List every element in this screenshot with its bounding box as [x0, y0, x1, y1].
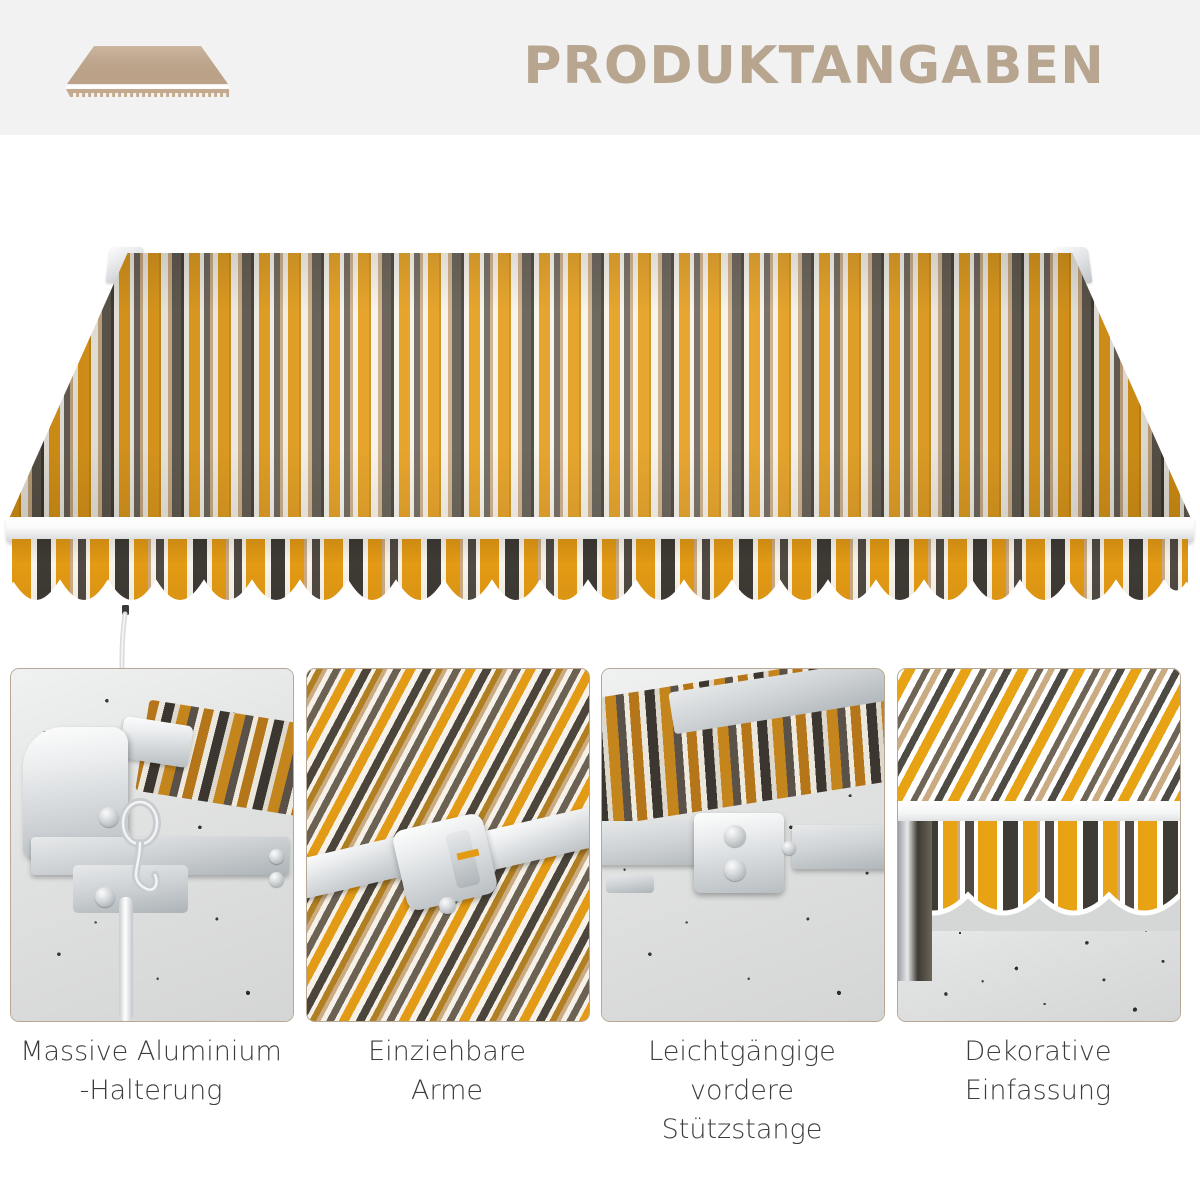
caption-line-1: Einziehbare	[368, 1036, 526, 1067]
support-bar-end-fitting	[606, 875, 654, 893]
caption-line-2: -Halterung	[79, 1075, 223, 1106]
support-bar-right	[792, 825, 884, 869]
canopy-shading-overlay	[8, 253, 1192, 521]
caption-line-2: Stützstange	[661, 1114, 823, 1145]
feature-panel-row	[0, 668, 1200, 1023]
front-bar-profile	[898, 801, 1180, 823]
front-profile-bar	[6, 517, 1194, 543]
caption-line-1: Dekorative	[964, 1036, 1112, 1067]
caption-line-1: Massive Aluminium	[20, 1036, 282, 1067]
caption-line-1: Leichtgängige vordere	[648, 1036, 836, 1106]
support-bar-bolt-2	[724, 859, 746, 881]
bracket-bolt-1	[99, 807, 119, 827]
feature-caption-decorative-border: Dekorative Einfassung	[892, 1032, 1184, 1110]
feature-panel-aluminium-bracket[interactable]	[10, 668, 294, 1022]
page-title: PRODUKTANGABEN	[523, 36, 1105, 96]
bracket-bolt-2	[95, 887, 115, 907]
valance-scallop-edge	[898, 891, 1180, 931]
valance-scallop-edge	[12, 579, 1188, 621]
bracket-bolt-3	[269, 849, 284, 864]
awning-valance	[12, 539, 1188, 621]
feature-caption-retractable-arms: Einziehbare Arme	[301, 1032, 593, 1110]
bracket-main-body	[23, 727, 128, 857]
support-bar-bolt-3	[782, 841, 796, 855]
hero-product-image	[0, 135, 1200, 743]
canopy-diagonal-stripes	[898, 669, 1180, 807]
awning-logo-icon	[66, 46, 229, 97]
feature-panel-decorative-border[interactable]	[897, 668, 1181, 1022]
arm-joint-bolt	[439, 897, 456, 914]
awning-canopy	[8, 253, 1192, 521]
bracket-bolt-4	[269, 872, 284, 887]
crank-rod	[119, 897, 133, 1021]
page-header: PRODUKTANGABEN	[0, 0, 1200, 135]
feature-panel-front-support-bar[interactable]	[601, 668, 885, 1022]
valance-vertical-stripes	[898, 821, 1180, 931]
feature-caption-front-support-bar: Leichtgängige vordere Stützstange	[596, 1032, 888, 1149]
caption-line-2: Einfassung	[964, 1075, 1112, 1106]
feature-panel-retractable-arms[interactable]	[306, 668, 590, 1022]
feature-caption-aluminium-bracket: Massive Aluminium -Halterung	[5, 1032, 297, 1110]
support-bar-bolt-1	[724, 825, 746, 847]
valance-side-edge	[898, 821, 932, 981]
caption-line-2: Arme	[410, 1075, 483, 1106]
crank-eye-hook	[119, 798, 161, 894]
